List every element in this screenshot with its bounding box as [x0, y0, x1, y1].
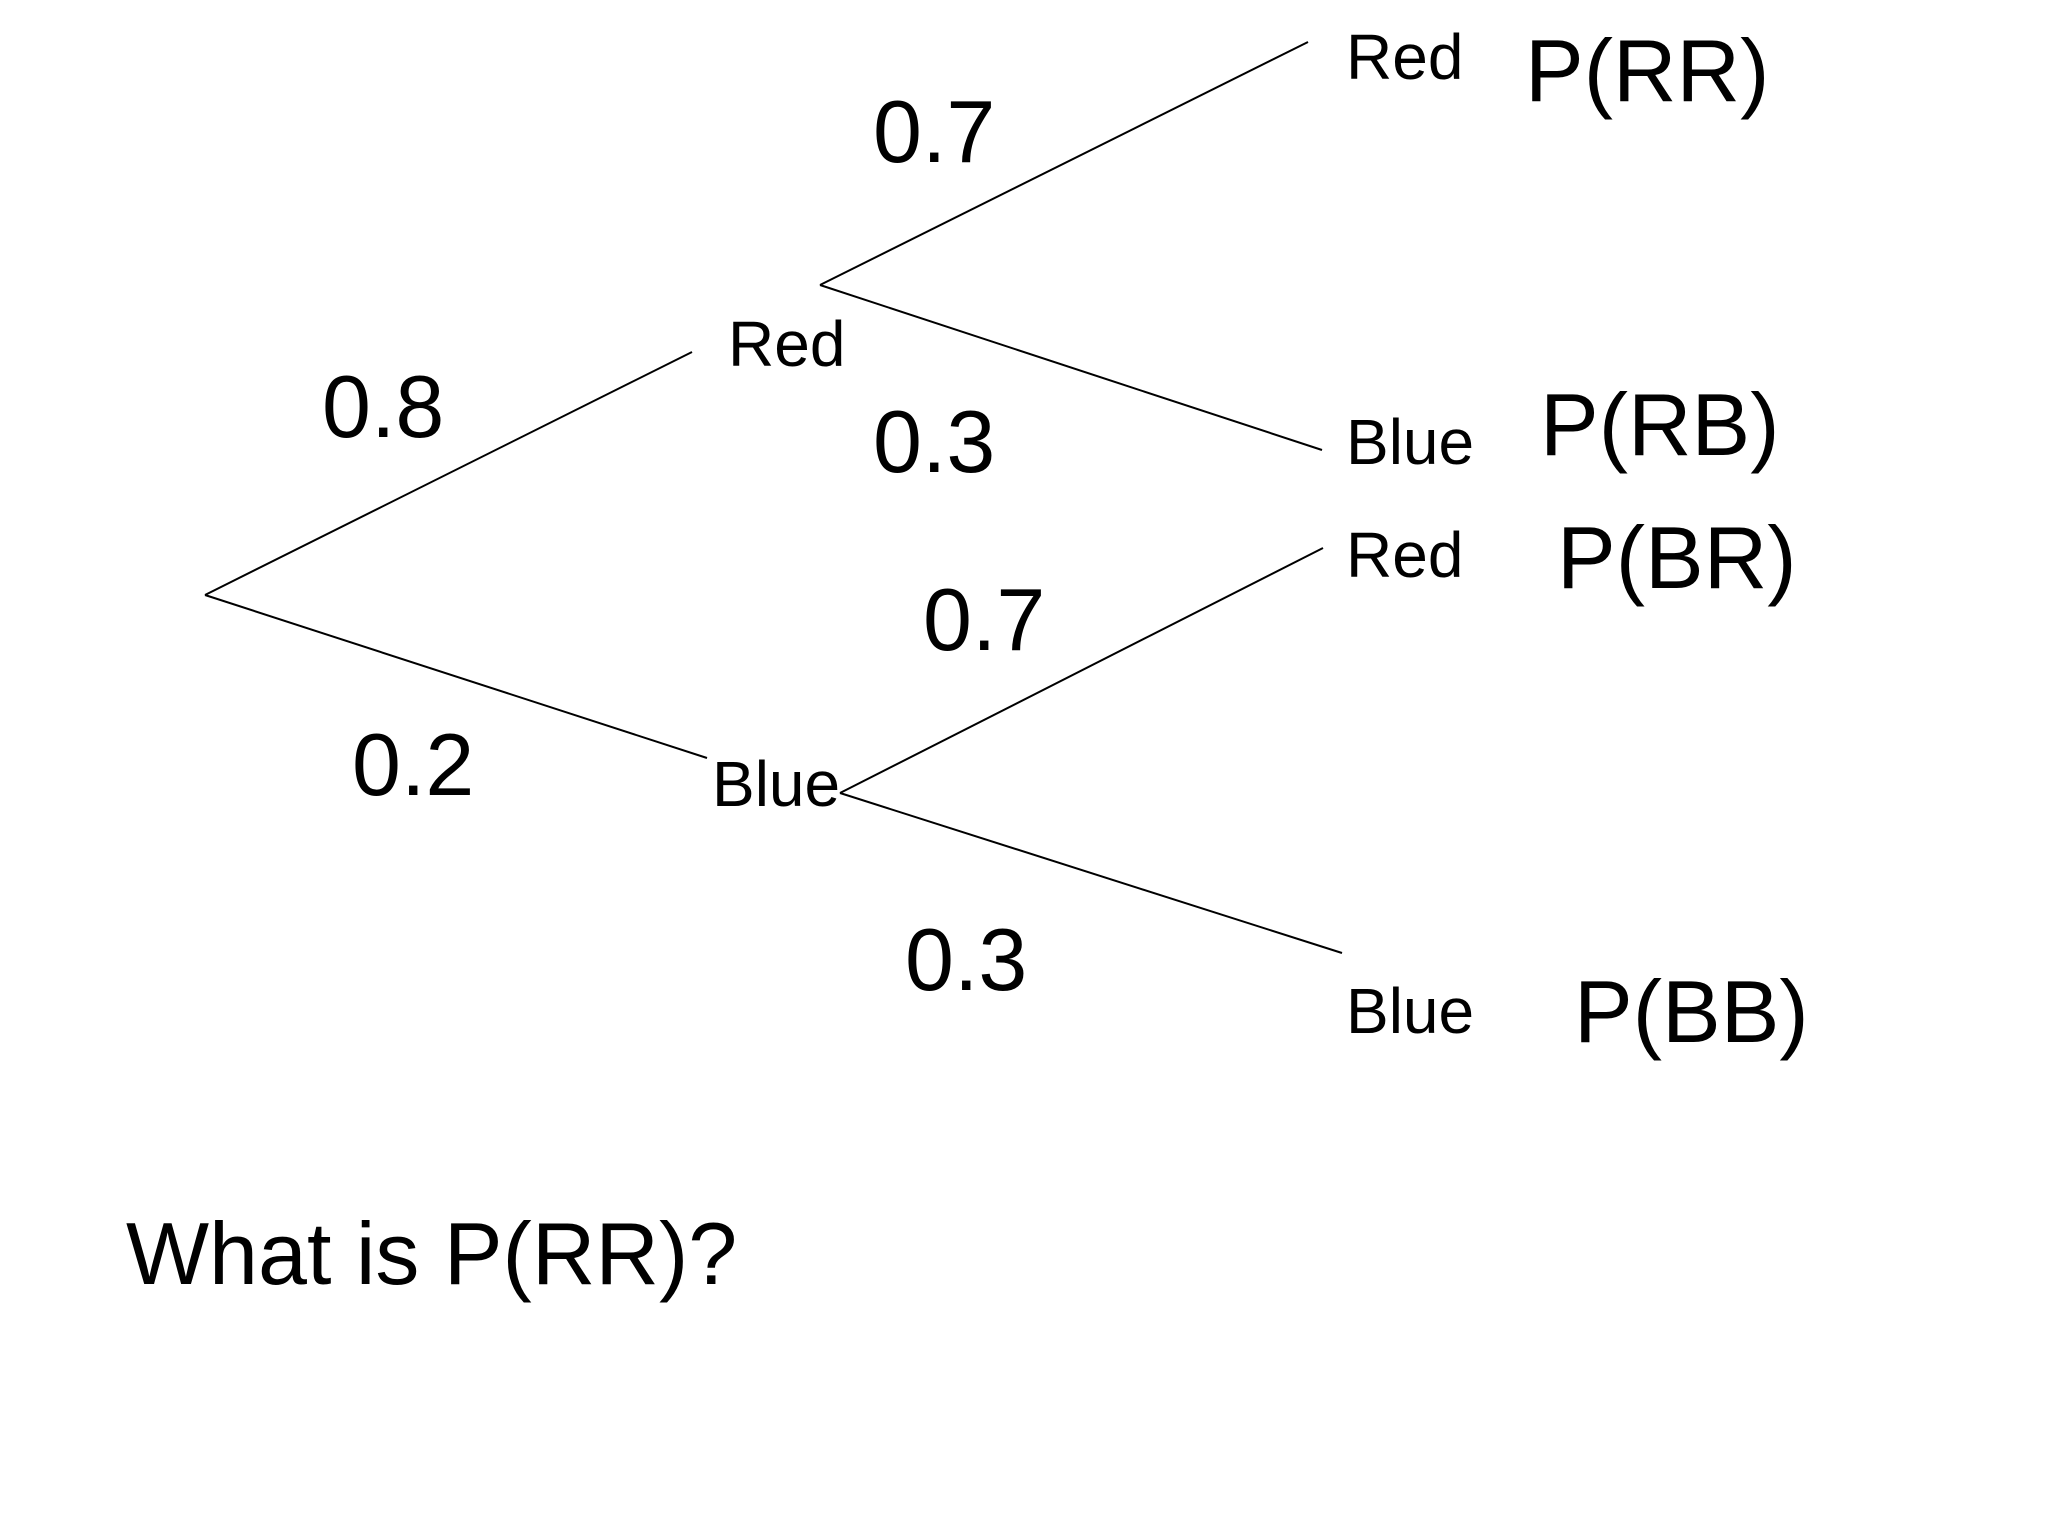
branch-blue-to-blue: [839, 792, 1343, 954]
outcome-rb: P(RB): [1540, 375, 1780, 474]
node-red-red: Red: [1346, 21, 1463, 93]
branch-red-to-blue: [819, 284, 1323, 451]
branch-root-to-red: [204, 351, 693, 596]
node-first-red: Red: [728, 308, 845, 380]
node-blue-red: Red: [1346, 519, 1463, 591]
outcome-br: P(BR): [1557, 508, 1797, 607]
probability-red-blue: 0.3: [873, 392, 995, 491]
probability-root-blue: 0.2: [352, 715, 474, 814]
probability-blue-blue: 0.3: [905, 910, 1027, 1009]
outcome-rr: P(RR): [1525, 21, 1769, 120]
probability-blue-red: 0.7: [923, 570, 1045, 669]
node-first-blue: Blue: [712, 748, 840, 820]
branch-root-to-blue: [204, 594, 708, 759]
question-text: What is P(RR)?: [126, 1204, 737, 1303]
node-blue-blue: Blue: [1346, 975, 1474, 1047]
outcome-bb: P(BB): [1574, 962, 1809, 1061]
probability-red-red: 0.7: [873, 82, 995, 181]
node-red-blue: Blue: [1346, 406, 1474, 478]
branch-red-to-red: [819, 41, 1309, 286]
branch-blue-to-red: [839, 547, 1324, 794]
probability-root-red: 0.8: [322, 357, 444, 456]
